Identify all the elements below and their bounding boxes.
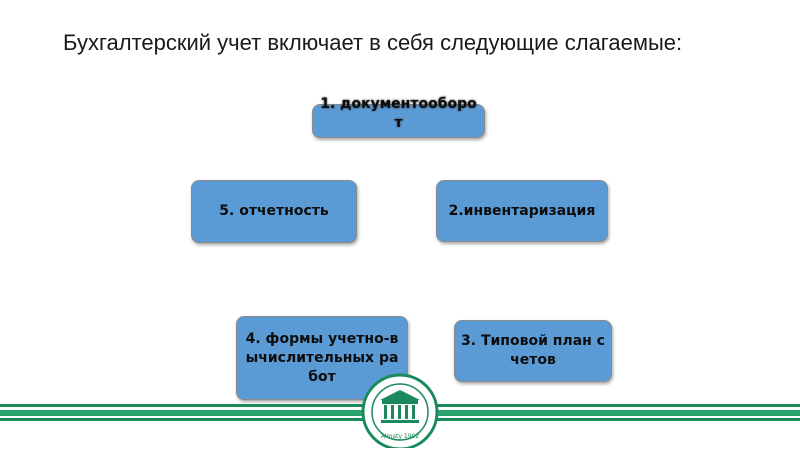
- university-seal-icon: Almaty 1992: [361, 373, 439, 448]
- slide-title: Бухгалтерский учет включает в себя следу…: [63, 30, 683, 55]
- node-reporting: 5. отчетность: [191, 180, 357, 243]
- node-inventory: 2.инвентаризация: [436, 180, 608, 242]
- node-label: 4. формы учетно-вычислительных работ: [245, 330, 399, 385]
- node-chart-of-accounts: 3. Типовой план счетов: [454, 320, 612, 382]
- node-document-flow: 1. документооборот: [312, 96, 485, 138]
- node-label: 1. документооборот: [320, 96, 477, 131]
- seal-text: Almaty 1992: [381, 433, 420, 440]
- node-computational-work-forms: 4. формы учетно-вычислительных работ: [236, 316, 408, 400]
- node-label: 2.инвентаризация: [448, 202, 596, 219]
- node-label: 3. Типовой план счетов: [461, 333, 605, 368]
- node-label: 5. отчетность: [219, 203, 329, 219]
